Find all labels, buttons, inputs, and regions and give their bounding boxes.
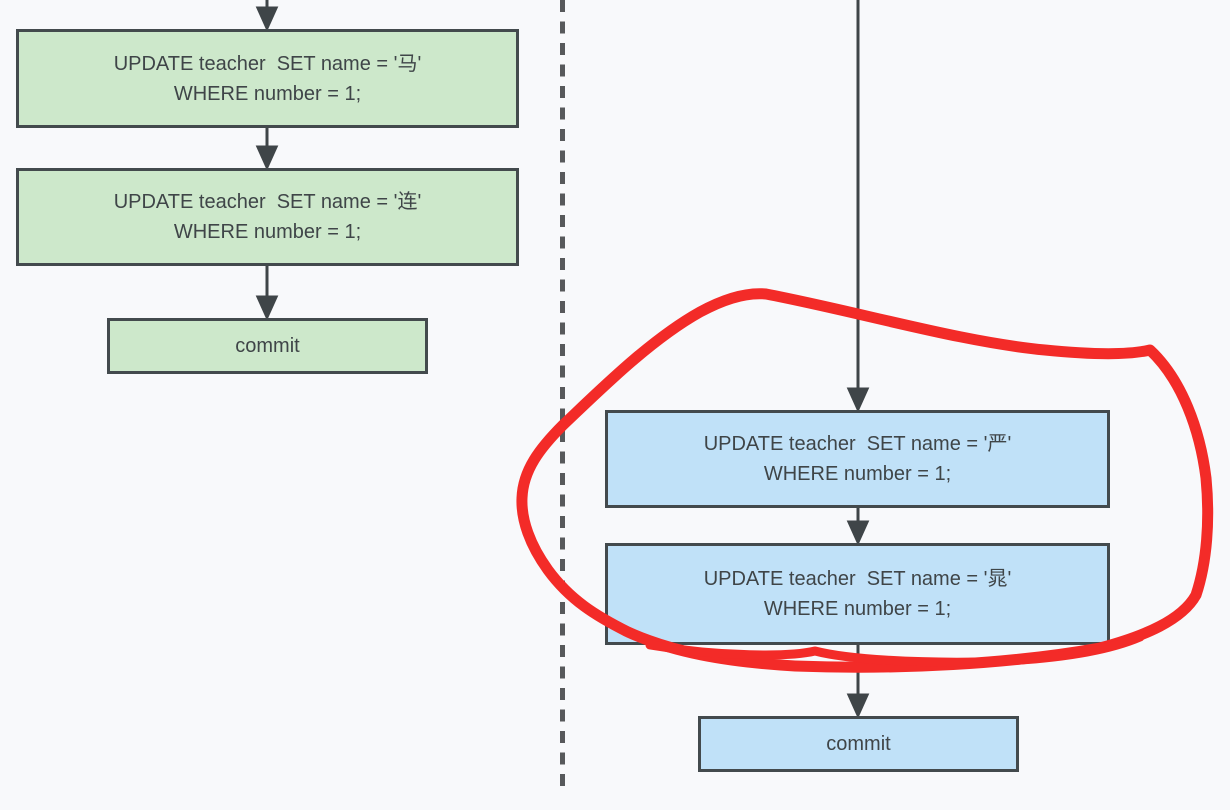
sql-step-box: UPDATE teacher SET name = '连' WHERE numb… bbox=[16, 168, 519, 266]
sql-step-box: UPDATE teacher SET name = '严' WHERE numb… bbox=[605, 410, 1110, 508]
sql-line-1: UPDATE teacher SET name = '晁' bbox=[703, 568, 1012, 590]
arrow-head-icon bbox=[846, 693, 870, 719]
sql-line-1: UPDATE teacher SET name = '连' bbox=[113, 191, 422, 213]
arrow-head-icon bbox=[255, 6, 279, 32]
sql-line-2: WHERE number = 1; bbox=[763, 598, 952, 620]
sql-line-1: UPDATE teacher SET name = '马' bbox=[113, 52, 422, 75]
sql-line-1: UPDATE teacher SET name = '严' bbox=[703, 433, 1012, 455]
sql-step-box: UPDATE teacher SET name = '晁' WHERE numb… bbox=[605, 543, 1110, 645]
arrow-head-icon bbox=[255, 295, 279, 321]
sql-line-2: WHERE number = 1; bbox=[173, 221, 362, 243]
arrow-head-icon bbox=[255, 145, 279, 171]
commit-label: commit bbox=[826, 733, 891, 755]
sql-line-2: WHERE number = 1; bbox=[173, 82, 362, 105]
commit-label: commit bbox=[235, 335, 300, 357]
sql-step-box: UPDATE teacher SET name = '马' WHERE numb… bbox=[16, 29, 519, 128]
sql-line-2: WHERE number = 1; bbox=[763, 463, 952, 485]
arrow-head-icon bbox=[846, 387, 870, 413]
arrow-head-icon bbox=[846, 520, 870, 546]
commit-box: commit bbox=[698, 716, 1019, 772]
commit-box: commit bbox=[107, 318, 428, 374]
